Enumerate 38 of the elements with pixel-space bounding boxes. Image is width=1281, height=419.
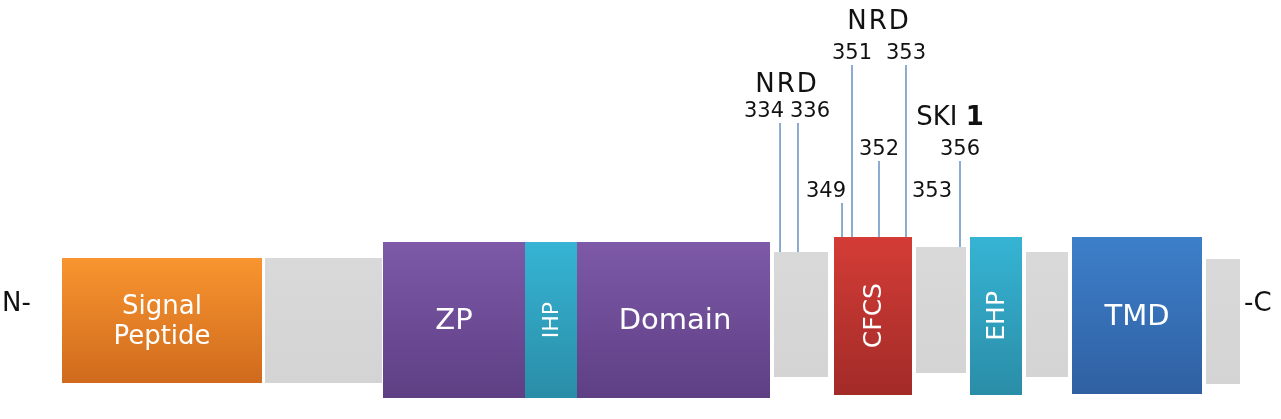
domain-box <box>970 237 1022 395</box>
domain-box <box>1072 237 1202 394</box>
domain-label: CFCS <box>858 283 888 349</box>
residue-number: 352 <box>858 138 900 159</box>
leader-line <box>959 160 961 248</box>
motif-label: NRD <box>755 70 819 96</box>
linker-segment <box>1026 252 1068 377</box>
leader-line <box>851 64 853 238</box>
leader-line <box>779 122 781 253</box>
residue-number: 353 <box>911 180 953 201</box>
terminus-label: -C <box>1244 289 1272 315</box>
terminus-label: N- <box>2 289 31 315</box>
domain-label: TMD <box>1104 298 1170 333</box>
domain-label: Domain <box>618 303 732 337</box>
domain-label: EHP <box>981 291 1011 341</box>
domain-label: IHP <box>538 301 564 339</box>
linker-segment <box>916 247 966 373</box>
linker-segment <box>1206 259 1240 384</box>
leader-line <box>905 64 907 238</box>
residue-number: 356 <box>939 138 981 159</box>
residue-number: 334 <box>743 100 785 121</box>
domain-box <box>62 258 262 383</box>
motif-label: SKI 1 <box>916 103 984 129</box>
motif-label: NRD <box>847 7 911 33</box>
leader-line <box>841 202 843 238</box>
domain-box <box>834 237 912 395</box>
leader-line <box>797 122 799 253</box>
domain-box <box>525 242 577 398</box>
residue-number: 336 <box>789 100 831 121</box>
linker-segment <box>265 258 382 383</box>
residue-number: 349 <box>805 180 847 201</box>
domain-label: Signal Peptide <box>112 290 212 351</box>
domain-label: ZP <box>435 303 473 337</box>
leader-line <box>878 160 880 238</box>
residue-number: 351 <box>831 42 873 63</box>
domain-box <box>383 242 770 398</box>
linker-segment <box>774 252 828 377</box>
residue-number: 353 <box>885 42 927 63</box>
